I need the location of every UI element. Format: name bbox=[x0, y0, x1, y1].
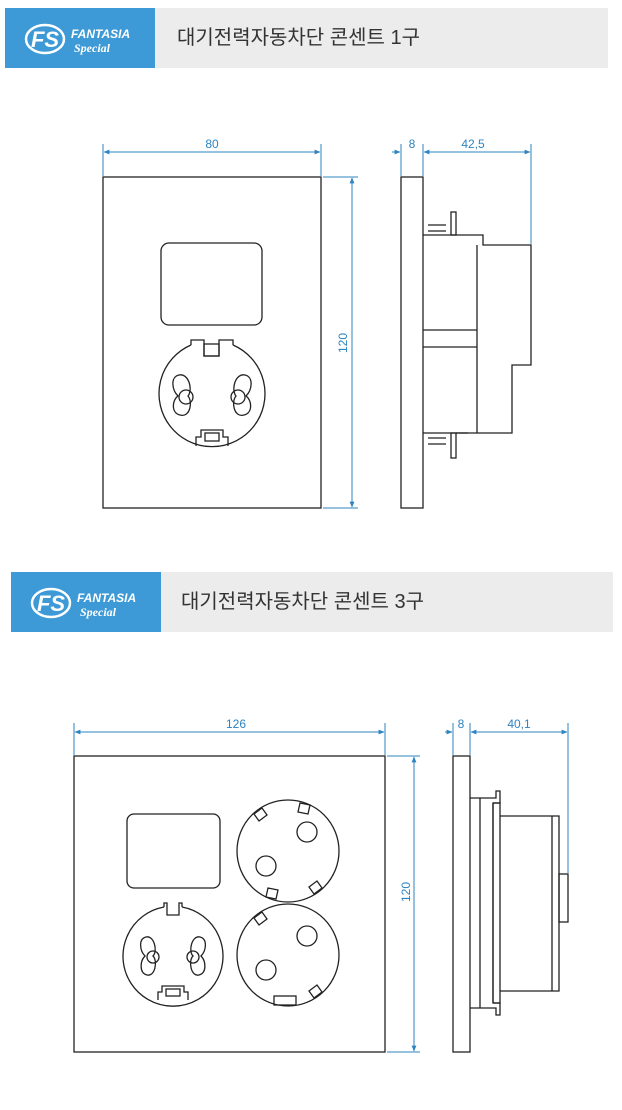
section-header-1: FS FANTASIA Special 대기전력자동차단 콘센트 1구 bbox=[5, 8, 608, 68]
dimension-lines-side bbox=[392, 144, 532, 244]
dim-height: 120 bbox=[336, 333, 350, 353]
dimension-lines-front bbox=[73, 723, 420, 1053]
side-view bbox=[400, 176, 532, 509]
section-header-2: FS FANTASIA Special 대기전력자동차단 콘센트 3구 bbox=[11, 572, 613, 632]
indicator-window bbox=[126, 813, 221, 889]
socket-grounded-top-right bbox=[236, 799, 340, 903]
dimension-lines-side bbox=[445, 723, 569, 873]
fs-logo-icon: FS FANTASIA Special bbox=[24, 23, 130, 55]
dim-plate: 8 bbox=[409, 137, 416, 151]
logo-line1: FANTASIA bbox=[77, 591, 136, 605]
logo-line2: Special bbox=[80, 605, 117, 619]
dimension-lines-front bbox=[102, 144, 358, 509]
dim-width: 80 bbox=[205, 137, 219, 151]
brand-logo: FS FANTASIA Special bbox=[11, 572, 161, 632]
dim-width: 126 bbox=[226, 717, 246, 731]
dim-plate: 8 bbox=[458, 717, 465, 731]
logo-mark: FS bbox=[37, 591, 65, 616]
logo-line2: Special bbox=[74, 41, 111, 55]
brand-logo: FS FANTASIA Special bbox=[5, 8, 155, 68]
section-title: 대기전력자동차단 콘센트 1구 bbox=[177, 27, 421, 49]
drawing-3-outlet: 126 120 8 40,1 bbox=[73, 717, 569, 1053]
dim-depth: 42,5 bbox=[461, 137, 485, 151]
side-view bbox=[452, 755, 569, 1053]
front-view bbox=[73, 755, 386, 1053]
dim-depth: 40,1 bbox=[507, 717, 531, 731]
indicator-window bbox=[160, 242, 263, 326]
socket-grounded-bottom-right bbox=[236, 903, 340, 1007]
front-view bbox=[102, 176, 322, 509]
dim-height: 120 bbox=[399, 882, 413, 902]
logo-mark: FS bbox=[31, 27, 59, 52]
logo-line1: FANTASIA bbox=[71, 27, 130, 41]
fs-logo-icon: FS FANTASIA Special bbox=[30, 587, 136, 619]
socket-outlet-bottom-left bbox=[122, 902, 224, 1007]
section-title: 대기전력자동차단 콘센트 3구 bbox=[181, 591, 425, 613]
socket-outlet bbox=[158, 339, 266, 448]
drawing-1-outlet: 80 120 8 42,5 bbox=[102, 137, 532, 509]
